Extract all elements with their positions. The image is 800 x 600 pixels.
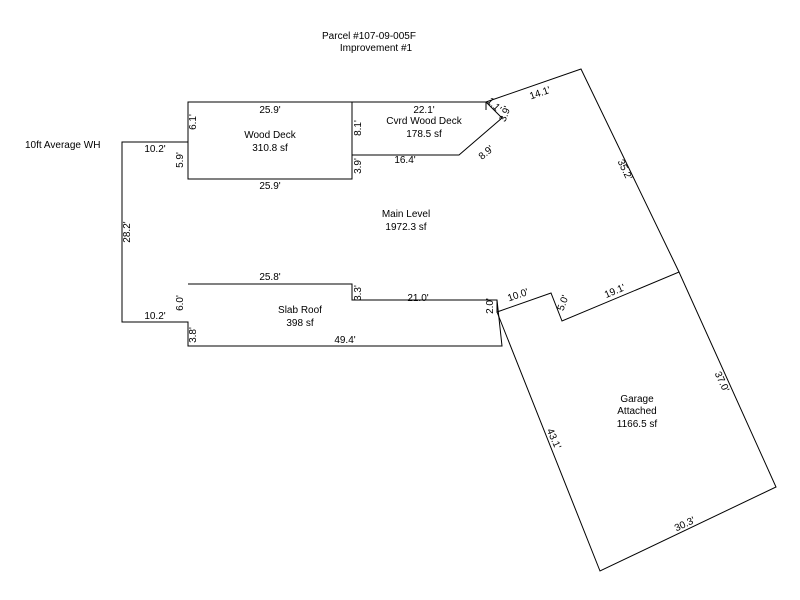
dim-slab-small: 2.0' — [485, 298, 496, 314]
dim-cvrd-top: 22.1' — [413, 105, 434, 116]
dim-garage-top3: 19.1' — [603, 282, 627, 301]
dim-cvrd-right: 3.9' — [498, 105, 514, 124]
dim-slab-step: 3.3' — [353, 285, 364, 301]
dim-cvrd-diag: 8.9' — [477, 144, 496, 163]
dim-main-left: 28.2' — [122, 221, 133, 242]
slab-roof-label: Slab Roof — [278, 305, 322, 316]
dim-main-left-upper: 5.9' — [175, 152, 186, 168]
dim-garage-right: 37.0' — [712, 370, 731, 394]
dim-garage-bottom: 30.3' — [673, 515, 697, 534]
wood-deck-outline — [187, 101, 353, 180]
dim-slab-mid: 21.0' — [407, 293, 428, 304]
garage-label: Garage — [620, 394, 654, 405]
dim-main-bottom-step: 10.2' — [144, 311, 165, 322]
wood-deck-label: Wood Deck — [244, 130, 297, 141]
garage-area: 1166.5 sf — [617, 419, 658, 430]
wall-height-note: 10ft Average WH — [25, 140, 100, 151]
covered-deck-area: 178.5 sf — [406, 129, 442, 140]
dim-slab-top: 25.8' — [259, 272, 280, 283]
dim-deck-top: 25.9' — [259, 105, 280, 116]
dim-slab-bottom: 49.4' — [334, 335, 355, 346]
dim-deck-right-lower: 3.9' — [353, 158, 364, 174]
dim-slab-left-lower: 3.8' — [188, 327, 199, 343]
dim-deck-left: 6.1' — [188, 114, 199, 130]
improvement-title: Improvement #1 — [340, 43, 413, 54]
dim-main-right: 35.2' — [615, 158, 634, 182]
covered-deck-outline — [352, 101, 503, 156]
main-level-upper-outline — [485, 68, 680, 273]
dim-slab-left: 6.0' — [175, 295, 186, 311]
slab-roof-area: 398 sf — [286, 318, 313, 329]
dim-deck-right: 8.1' — [353, 120, 364, 136]
dim-garage-top2: 5.0' — [556, 294, 572, 313]
dim-deck-bottom: 25.9' — [259, 181, 280, 192]
covered-deck-label: Cvrd Wood Deck — [386, 116, 462, 127]
garage-outline — [496, 271, 777, 572]
dim-main-top-right: 14.1' — [528, 85, 552, 102]
parcel-title: Parcel #107-09-005F — [322, 31, 416, 42]
main-level-outline — [121, 141, 503, 347]
wood-deck-area: 310.8 sf — [252, 143, 288, 154]
dim-cvrd-bottom: 16.4' — [394, 155, 415, 166]
dim-garage-left: 43.1' — [544, 427, 563, 451]
main-level-area: 1972.3 sf — [385, 222, 426, 233]
garage-label-2: Attached — [617, 406, 656, 417]
dim-main-top-step: 10.2' — [144, 144, 165, 155]
main-level-label: Main Level — [382, 209, 430, 220]
